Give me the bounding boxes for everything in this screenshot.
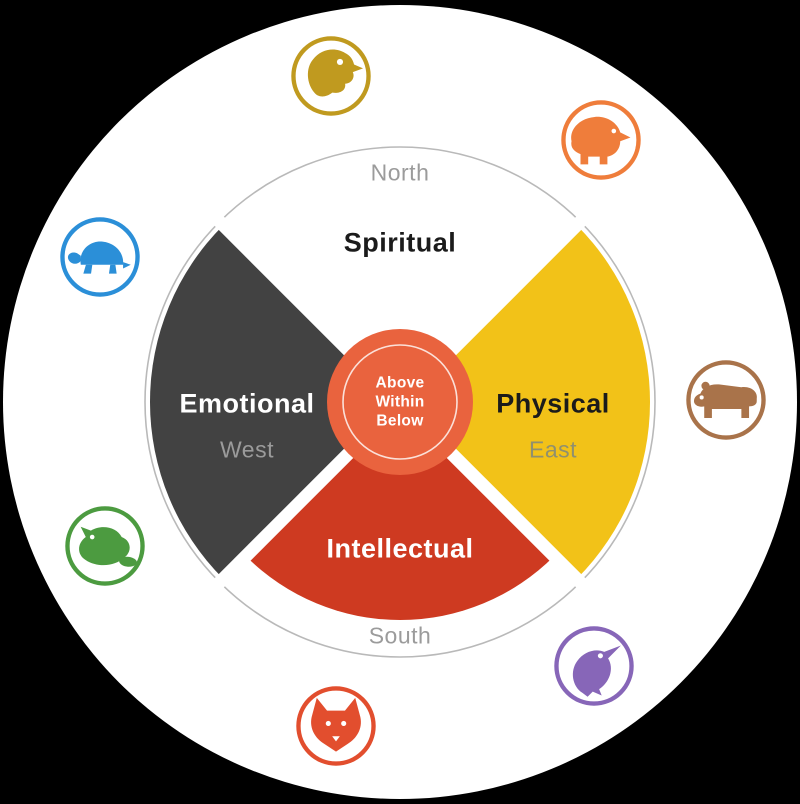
eagle-icon [307, 49, 364, 97]
beaver-badge [64, 505, 146, 587]
aspect-label-emotional: Emotional [179, 388, 315, 419]
wolf-icon [311, 697, 361, 752]
inner-ring [144, 146, 656, 658]
aspect-label-intellectual: Intellectual [326, 533, 474, 564]
direction-label-west: West [220, 436, 274, 463]
turtle-head [67, 252, 81, 264]
eagle-eye [336, 58, 344, 65]
wedge-north [223, 151, 577, 402]
aspect-label-spiritual: Spiritual [343, 227, 457, 258]
bear-eye [699, 395, 704, 400]
direction-label-north: North [370, 159, 430, 186]
center-line-within: Within [375, 393, 425, 411]
turtle-back-leg [108, 264, 117, 274]
aspect-label-physical: Physical [496, 388, 610, 419]
turtle-icon [80, 241, 124, 265]
bear-badge [685, 359, 767, 441]
raven-badge [553, 625, 635, 707]
center-line-below: Below [376, 412, 424, 430]
wolf-eye-right [341, 720, 347, 726]
bear-ear [701, 381, 710, 391]
wedge-west [149, 225, 400, 579]
turtle-tail [123, 262, 131, 269]
raven-eye [597, 653, 603, 659]
bison-icon [571, 116, 631, 165]
center-inner-ring [342, 344, 458, 460]
wolf-nose [332, 736, 340, 742]
wedge-south [245, 402, 555, 621]
direction-label-east: East [528, 436, 578, 463]
bison-horn [615, 111, 625, 128]
beaver-eye [89, 534, 95, 540]
wolf-badge [295, 685, 377, 767]
bison-badge [560, 99, 642, 181]
direction-label-south: South [368, 622, 432, 649]
turtle-front-leg [83, 264, 93, 274]
eagle-badge [290, 35, 372, 117]
raven-icon [572, 645, 621, 697]
turtle-badge [59, 216, 141, 298]
center-label: Above Within Below [375, 374, 424, 431]
beaver-tail [119, 556, 138, 567]
bison-eye [611, 128, 617, 134]
center-line-above: Above [375, 374, 425, 392]
center-circle [327, 329, 473, 475]
wedge-east [400, 225, 651, 579]
bear-icon [693, 384, 757, 418]
wolf-eye-left [325, 720, 331, 726]
